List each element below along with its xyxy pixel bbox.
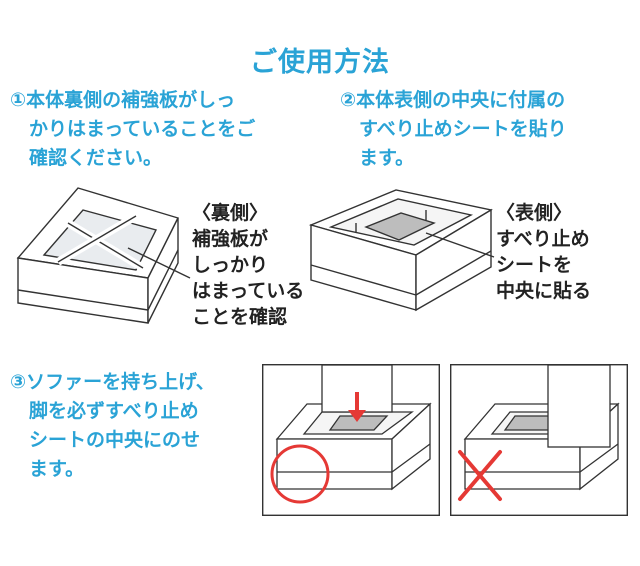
front-label-line: すべり止め <box>496 228 590 250</box>
step-1-line: 確認ください。 <box>10 147 163 169</box>
back-label-line: はまっている <box>192 280 305 302</box>
step-2-text: ②本体表側の中央に付属の すべり止めシートを貼り ます。 <box>340 86 567 173</box>
step-3-line: シートの中央にのせ <box>10 429 201 451</box>
step-2-line: ます。 <box>340 147 415 169</box>
step-2-line: ②本体表側の中央に付属の <box>340 89 566 111</box>
front-label-line: シートを <box>496 254 573 276</box>
back-label-line: ことを確認 <box>192 306 288 328</box>
step-3-text: ③ソファーを持ち上げ、 脚を必ずすべり止め シートの中央にのせ ます。 <box>10 368 215 484</box>
step-3-line: ます。 <box>10 458 85 480</box>
arrow-down-icon <box>348 392 366 422</box>
front-side-illustration <box>308 189 495 312</box>
back-label-line: 補強板が <box>192 228 269 250</box>
step-1-line: ①本体裏側の補強板がしっ <box>10 89 236 111</box>
front-label-line: 〈表側〉 <box>496 202 573 224</box>
step-3-line: 脚を必ずすべり止め <box>10 400 199 422</box>
wrong-placement-panel <box>449 363 629 517</box>
front-label-line: 中央に貼る <box>496 280 592 302</box>
step-2-line: すべり止めシートを貼り <box>340 118 567 140</box>
page-title: ご使用方法 <box>250 47 390 78</box>
back-label-line: 〈裏側〉 <box>192 202 269 224</box>
back-label-line: しっかり <box>192 254 269 276</box>
step-3-line: ③ソファーを持ち上げ、 <box>10 371 215 393</box>
front-side-label: 〈表側〉 すべり止め シートを 中央に貼る <box>496 200 591 304</box>
cross-icon <box>458 450 502 501</box>
step-1-text: ①本体裏側の補強板がしっ かりはまっていることをご 確認ください。 <box>10 86 255 173</box>
circle-icon <box>270 444 330 504</box>
back-side-illustration <box>16 187 191 324</box>
back-side-label: 〈裏側〉 補強板が しっかり はまっている ことを確認 <box>192 200 304 330</box>
step-1-line: かりはまっていることをご <box>10 118 256 140</box>
correct-placement-panel <box>261 363 441 517</box>
